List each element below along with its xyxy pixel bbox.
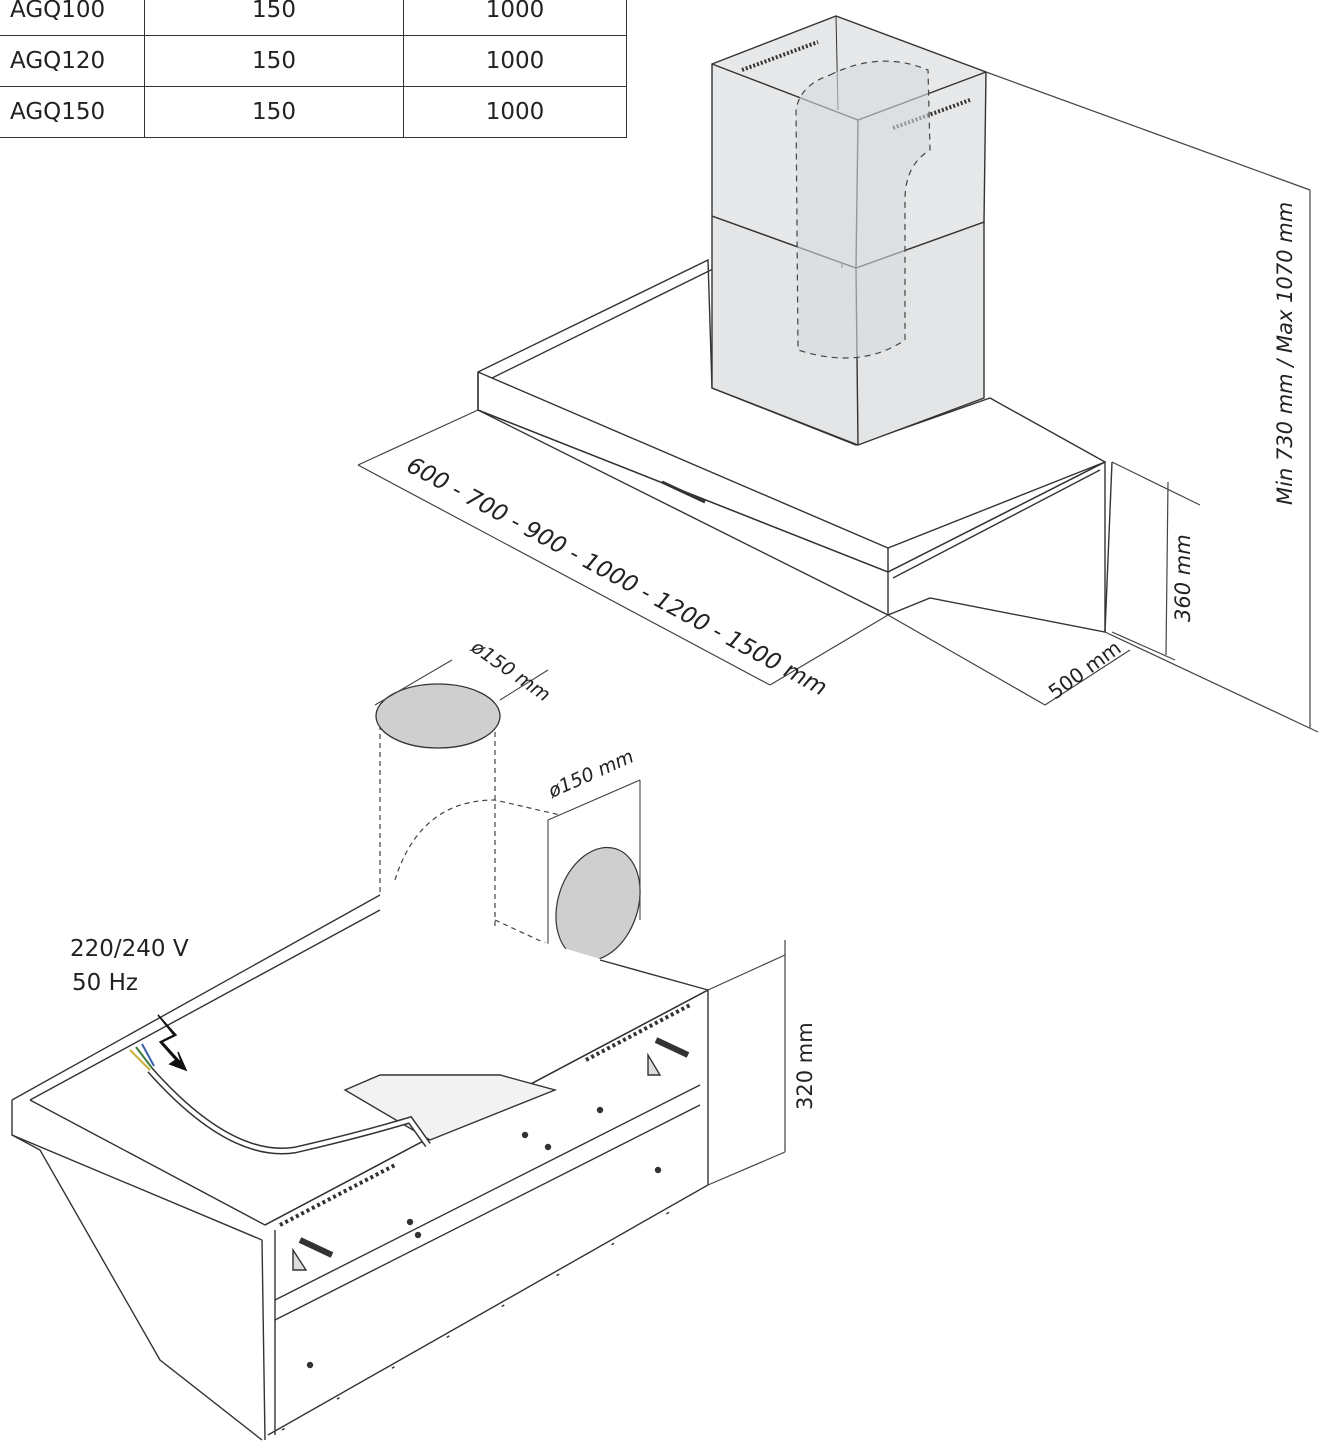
dimension-lines-top [357, 71, 1319, 733]
model-cell: AGQ100 [0, 0, 145, 36]
body-height-label: 320 mm [793, 1022, 817, 1110]
side-outlet-diameter-label: ø150 mm [544, 745, 637, 802]
hood-height-label: 360 mm [1171, 534, 1195, 622]
internal-duct-outline [795, 60, 931, 359]
voltage-label: 220/240 V [70, 936, 189, 962]
length-cell: 1000 [403, 0, 627, 36]
power-cable [129, 1043, 431, 1155]
length-cell: 1000 [403, 86, 627, 138]
top-outlet-opening [375, 683, 501, 749]
height-range-label: Min 730 mm / Max 1070 mm [1273, 202, 1297, 505]
electrical-hazard-icon [157, 1014, 188, 1072]
diameter-cell: 150 [144, 0, 404, 36]
frequency-label: 50 Hz [72, 970, 138, 996]
dimension-lines-bottom [707, 940, 786, 1186]
models-table: AGQ100 150 1000 AGQ120 150 1000 AGQ150 1… [0, 0, 627, 138]
diameter-cell: 150 [144, 86, 404, 138]
table-row: AGQ100 150 1000 [0, 0, 627, 36]
motor-housing [11, 894, 709, 1441]
length-cell: 1000 [403, 35, 627, 87]
table-row: AGQ150 150 1000 [0, 86, 627, 138]
depth-label: 500 mm [1044, 636, 1126, 704]
